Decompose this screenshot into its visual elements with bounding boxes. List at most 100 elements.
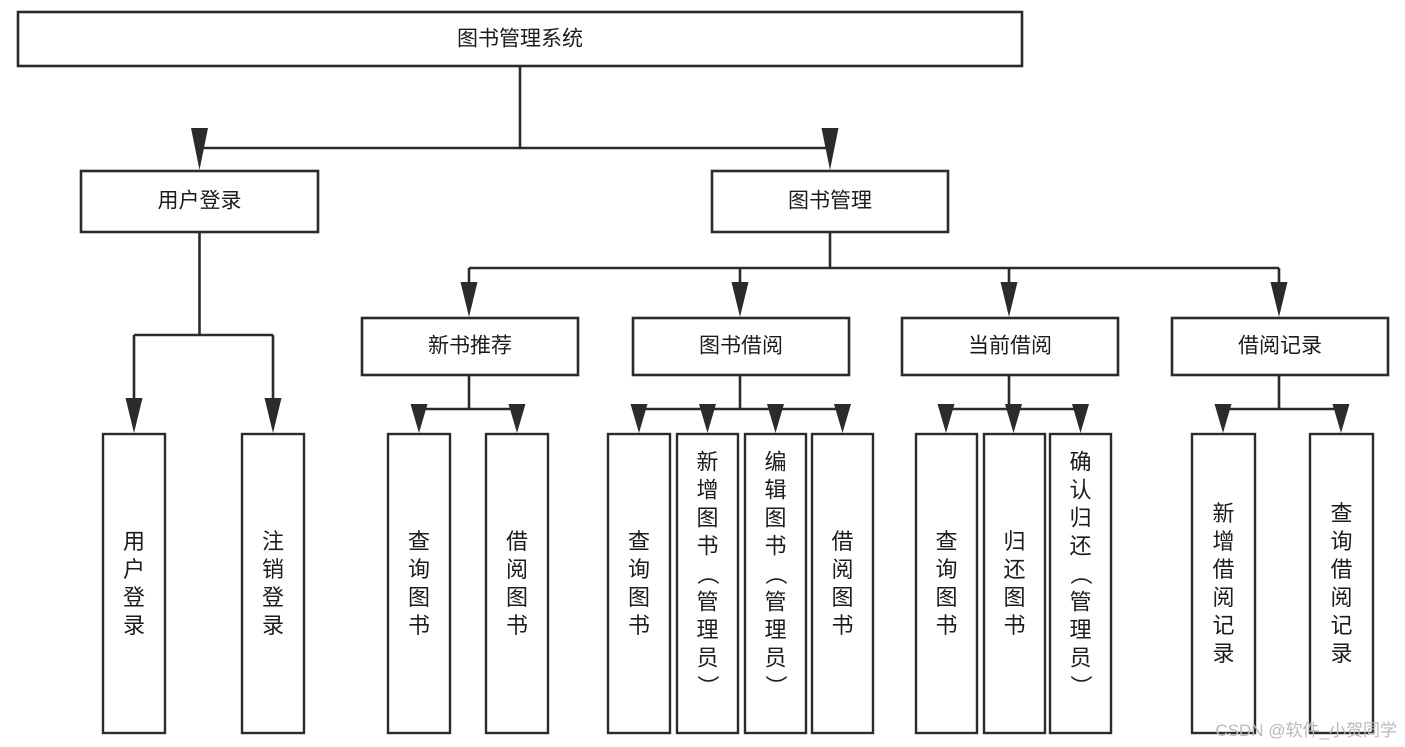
- svg-text:图: 图: [628, 585, 650, 610]
- svg-text:员: 员: [764, 646, 786, 671]
- leaf-return-book-box[interactable]: [982, 432, 1047, 735]
- svg-text:询: 询: [1330, 529, 1352, 554]
- svg-text:阅: 阅: [831, 557, 853, 582]
- node-current-borrow-label: 当前借阅: [968, 335, 1052, 358]
- arrowhead-borrow-record: [1270, 282, 1288, 317]
- svg-text:辑: 辑: [764, 478, 786, 503]
- svg-text:理: 理: [1069, 618, 1091, 643]
- node-current-borrow[interactable]: 当前借阅: [900, 316, 1120, 377]
- leaf-query-book-current-box[interactable]: [914, 432, 979, 735]
- leaf-edit-book-box[interactable]: [743, 432, 808, 735]
- svg-text:书: 书: [935, 613, 957, 638]
- node-book-manage-box[interactable]: [710, 169, 950, 234]
- arrowhead-leaf-borrow-book-recommend: [508, 404, 526, 433]
- leaf-user-login-box[interactable]: [101, 432, 167, 735]
- node-user-login[interactable]: 用户登录: [79, 169, 320, 234]
- node-book-borrow-box[interactable]: [631, 316, 851, 377]
- edges-new-book-recommend-to-leaves: [410, 375, 526, 433]
- svg-text:录: 录: [123, 613, 145, 638]
- svg-text:还: 还: [1003, 557, 1025, 582]
- svg-text:确: 确: [1069, 450, 1091, 475]
- svg-text:图: 图: [764, 506, 786, 531]
- svg-text:查: 查: [628, 529, 650, 554]
- svg-text:阅: 阅: [1212, 585, 1234, 610]
- leaf-query-book-borrow-box[interactable]: [606, 432, 672, 735]
- svg-text:录: 录: [262, 613, 284, 638]
- arrowhead-leaf-borrow-book: [834, 404, 851, 433]
- svg-text:录: 录: [1330, 641, 1352, 666]
- node-user-login-box[interactable]: [79, 169, 320, 234]
- arrowhead-leaf-user-login: [125, 398, 143, 433]
- leaf-add-record-box[interactable]: [1190, 432, 1257, 735]
- svg-text:管: 管: [1069, 590, 1091, 615]
- svg-text:（: （: [763, 563, 788, 585]
- node-current-borrow-box[interactable]: [900, 316, 1120, 377]
- node-book-manage[interactable]: 图书管理: [710, 169, 950, 234]
- svg-text:借: 借: [506, 529, 528, 554]
- node-root-box[interactable]: [16, 10, 1024, 68]
- svg-text:登: 登: [262, 585, 284, 610]
- arrowhead-leaf-add-record: [1214, 404, 1232, 433]
- svg-text:还: 还: [1069, 534, 1091, 559]
- svg-text:图: 图: [831, 585, 853, 610]
- edges-current-borrow-to-leaves: [937, 375, 1089, 433]
- node-borrow-record-label: 借阅记录: [1238, 335, 1322, 358]
- node-new-book-recommend[interactable]: 新书推荐: [360, 316, 580, 377]
- svg-text:记: 记: [1330, 613, 1352, 638]
- leaf-borrow-book-box[interactable]: [810, 432, 875, 735]
- svg-text:书: 书: [696, 534, 718, 559]
- svg-text:归: 归: [1069, 506, 1091, 531]
- svg-text:新: 新: [1212, 501, 1234, 526]
- svg-text:增: 增: [696, 478, 718, 503]
- svg-text:借: 借: [1330, 557, 1352, 582]
- leaf-user-login-label: 用户登录: [123, 529, 145, 638]
- leaf-borrow-book-recommend-box[interactable]: [484, 432, 550, 735]
- svg-text:理: 理: [696, 618, 718, 643]
- svg-text:询: 询: [935, 557, 957, 582]
- arrowhead-leaf-return-book: [1005, 404, 1022, 433]
- svg-text:编: 编: [764, 450, 786, 475]
- svg-text:户: 户: [123, 557, 145, 582]
- node-borrow-record-box[interactable]: [1170, 316, 1390, 377]
- svg-text:书: 书: [764, 534, 786, 559]
- arrowhead-leaf-query-record: [1332, 404, 1350, 433]
- svg-text:图: 图: [1003, 585, 1025, 610]
- svg-text:书: 书: [408, 613, 430, 638]
- svg-text:书: 书: [1003, 613, 1025, 638]
- node-book-borrow[interactable]: 图书借阅: [631, 316, 851, 377]
- leaf-add-book-box[interactable]: [675, 432, 740, 735]
- svg-text:查: 查: [408, 529, 430, 554]
- svg-text:查: 查: [935, 529, 957, 554]
- node-new-book-recommend-label: 新书推荐: [428, 335, 512, 358]
- leaf-query-book-recommend-box[interactable]: [386, 432, 452, 735]
- node-borrow-record[interactable]: 借阅记录: [1170, 316, 1390, 377]
- leaf-logout-box[interactable]: [240, 432, 306, 735]
- leaf-confirm-return-box[interactable]: [1048, 432, 1113, 735]
- edges-book-manage-to-level3: [460, 232, 1288, 317]
- svg-text:借: 借: [1212, 557, 1234, 582]
- node-new-book-recommend-box[interactable]: [360, 316, 580, 377]
- arrowhead-leaf-query-book-recommend: [410, 404, 428, 433]
- leaf-boxes: [101, 432, 1375, 735]
- svg-text:（: （: [695, 563, 720, 585]
- svg-text:书: 书: [831, 613, 853, 638]
- svg-text:用: 用: [123, 529, 145, 554]
- svg-text:登: 登: [123, 585, 145, 610]
- svg-text:查: 查: [1330, 501, 1352, 526]
- svg-text:（: （: [1068, 563, 1093, 585]
- svg-text:图: 图: [408, 585, 430, 610]
- leaf-labels: 用户登录注销登录查询图书借阅图书查询图书新增图书（管理员）编辑图书（管理员）借阅…: [123, 450, 1353, 698]
- node-root[interactable]: 图书管理系统: [16, 10, 1024, 68]
- leaf-query-record-box[interactable]: [1308, 432, 1375, 735]
- edges-borrow-record-to-leaves: [1214, 375, 1350, 433]
